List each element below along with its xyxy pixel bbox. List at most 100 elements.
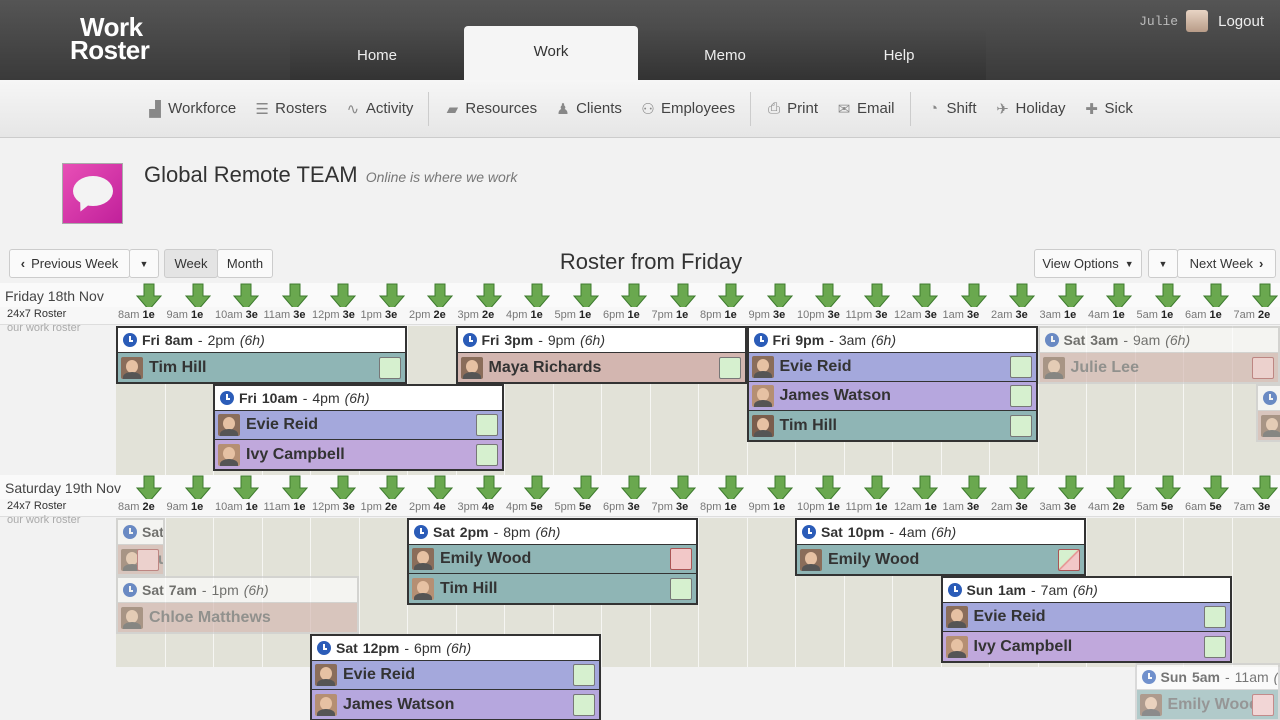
toolbar-clients-button[interactable]: ♟Clients [546,100,631,118]
down-arrow-icon[interactable] [912,475,939,503]
down-arrow-icon[interactable] [1154,283,1181,311]
down-arrow-icon[interactable] [863,283,890,311]
down-arrow-icon[interactable] [1203,283,1230,311]
toolbar-print-button[interactable]: ⎙Print [757,100,827,117]
status-checkbox[interactable] [718,356,741,379]
user-avatar[interactable] [1186,10,1209,32]
down-arrow-icon[interactable] [378,283,405,311]
down-arrow-icon[interactable] [136,283,163,311]
down-arrow-icon[interactable] [233,475,260,503]
down-arrow-icon[interactable] [1057,475,1084,503]
down-arrow-icon[interactable] [475,475,502,503]
shift-employee-row[interactable]: Emily Wood [409,545,696,574]
shift-employee-row[interactable]: Ivy Campbell [942,632,1230,661]
status-checkbox[interactable] [1009,414,1032,437]
status-checkbox[interactable] [379,356,401,379]
status-checkbox[interactable] [136,548,159,571]
toolbar-shift-button[interactable]: ◔Shift [917,100,986,117]
down-arrow-icon[interactable] [1203,475,1230,503]
down-arrow-icon[interactable] [1106,283,1133,311]
shift-card[interactable]: SatJulie [116,518,165,576]
next-week-button[interactable]: Next Week › [1177,249,1276,278]
down-arrow-icon[interactable] [330,475,357,503]
status-checkbox[interactable] [670,548,692,570]
down-arrow-icon[interactable] [1009,283,1036,311]
down-arrow-icon[interactable] [233,283,260,311]
shift-employee-row[interactable]: Tim Hill [118,353,405,382]
toolbar-resources-button[interactable]: ▰Resources [435,100,546,118]
shift-employee-row[interactable]: Chloe Matthews [118,603,357,632]
toolbar-holiday-button[interactable]: ✈Holiday [986,100,1075,118]
down-arrow-icon[interactable] [621,475,648,503]
down-arrow-icon[interactable] [815,283,842,311]
shift-employee-row[interactable]: Ivy Campbell [215,440,502,469]
down-arrow-icon[interactable] [960,475,987,503]
down-arrow-icon[interactable] [815,475,842,503]
down-arrow-icon[interactable] [281,283,308,311]
shift-employee-row[interactable]: James Watson [748,382,1036,411]
status-checkbox[interactable] [1009,385,1032,407]
tab-home[interactable]: Home [356,46,397,64]
tab-help[interactable]: Help [883,46,915,64]
down-arrow-icon[interactable] [718,283,745,311]
month-view-button[interactable]: Month [217,249,273,278]
previous-week-dropdown[interactable]: ▼ [129,249,159,278]
status-checkbox[interactable] [1203,635,1226,658]
shift-employee-row[interactable]: James Watson [312,690,599,719]
down-arrow-icon[interactable] [475,283,502,311]
shift-card[interactable]: SatChlo [1255,384,1280,442]
shift-employee-row[interactable]: Julie [118,545,163,574]
status-checkbox[interactable] [573,693,595,716]
shift-employee-row[interactable]: Evie Reid [942,603,1230,632]
down-arrow-icon[interactable] [572,475,599,503]
shift-employee-row[interactable]: Maya Richards [457,353,745,382]
shift-employee-row[interactable]: Tim Hill [409,574,696,603]
down-arrow-icon[interactable] [1057,283,1084,311]
down-arrow-icon[interactable] [427,475,454,503]
next-week-dropdown[interactable]: ▼ [1148,249,1178,278]
status-checkbox[interactable] [476,414,498,436]
toolbar-sick-button[interactable]: ✚Sick [1075,100,1142,118]
down-arrow-icon[interactable] [427,283,454,311]
toolbar-employees-button[interactable]: ⚇Employees [631,100,744,118]
down-arrow-icon[interactable] [912,283,939,311]
app-logo[interactable]: Work Roster [70,12,150,65]
shift-employee-row[interactable]: Evie Reid [215,411,502,440]
down-arrow-icon[interactable] [621,283,648,311]
down-arrow-icon[interactable] [1251,283,1278,311]
down-arrow-icon[interactable] [1251,475,1278,503]
shift-employee-row[interactable]: Julie Lee [1039,353,1278,382]
status-checkbox[interactable] [573,664,595,686]
shift-employee-row[interactable]: Emily Wood [797,545,1084,574]
down-arrow-icon[interactable] [960,283,987,311]
shift-employee-row[interactable]: Chlo [1257,411,1280,440]
down-arrow-icon[interactable] [281,475,308,503]
down-arrow-icon[interactable] [184,283,211,311]
tab-memo[interactable]: Memo [704,46,746,64]
toolbar-activity-button[interactable]: ∿Activity [336,100,423,118]
toolbar-email-button[interactable]: ✉Email [827,100,904,118]
down-arrow-icon[interactable] [1009,475,1036,503]
down-arrow-icon[interactable] [524,475,551,503]
down-arrow-icon[interactable] [766,475,793,503]
down-arrow-icon[interactable] [1106,475,1133,503]
shift-header[interactable]: Sat [1257,386,1280,411]
status-checkbox[interactable] [476,443,498,466]
